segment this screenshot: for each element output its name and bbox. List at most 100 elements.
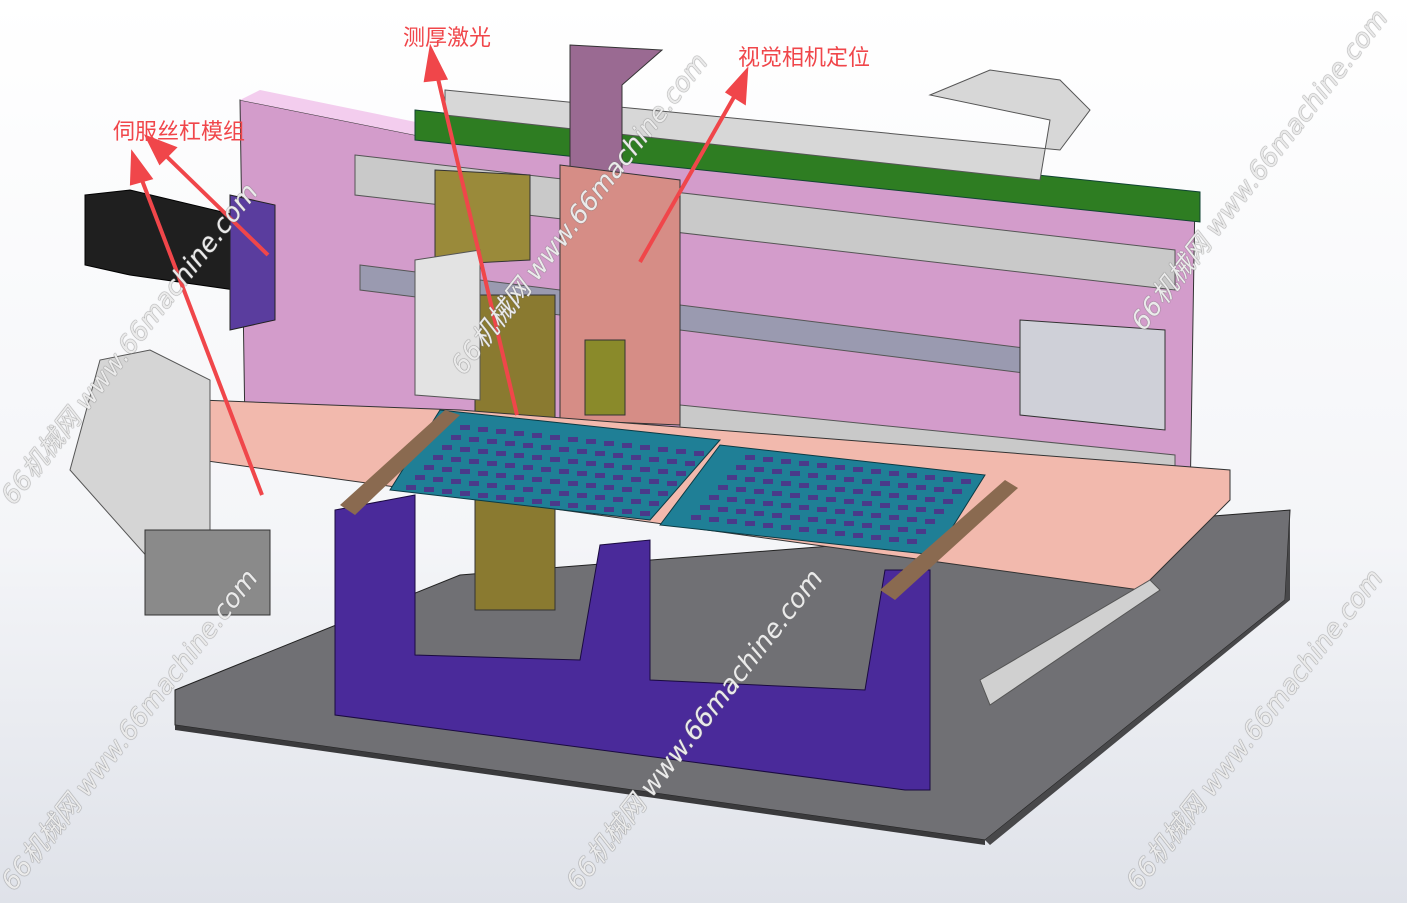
tray-pocket xyxy=(709,495,719,500)
tray-pocket xyxy=(763,479,773,484)
arrow-laser xyxy=(434,69,519,416)
laser-lower-body xyxy=(474,499,556,611)
tray-pocket xyxy=(613,475,623,480)
side-rail-right xyxy=(880,480,1018,600)
annotation-servo: 伺服丝杠模组 xyxy=(113,120,246,145)
tray-pocket xyxy=(496,429,506,434)
tray-pocket xyxy=(514,453,524,458)
tray-pocket xyxy=(640,511,650,516)
tray-pocket xyxy=(853,533,863,538)
tray-pocket xyxy=(622,509,632,514)
tray-pocket xyxy=(745,455,755,460)
tray-pocket xyxy=(745,477,755,482)
tray-pocket xyxy=(460,447,470,452)
tray-pocket xyxy=(907,517,917,522)
tray-pocket xyxy=(550,457,560,462)
tray-pocket xyxy=(808,473,818,478)
tray-pocket xyxy=(514,431,524,436)
tray-pocket xyxy=(880,481,890,486)
tray-pocket xyxy=(460,469,470,474)
tray-pocket xyxy=(934,487,944,492)
tray-pocket xyxy=(514,497,524,502)
tray-pocket xyxy=(781,503,791,508)
tray-pocket xyxy=(649,479,659,484)
arrow-servo-2 xyxy=(138,174,264,496)
tray-pocket xyxy=(889,515,899,520)
tray-pocket xyxy=(925,475,935,480)
tray-pocket xyxy=(763,501,773,506)
tray-pocket xyxy=(763,523,773,528)
tray-pocket xyxy=(577,449,587,454)
tray-pocket xyxy=(658,447,668,452)
tray-pocket xyxy=(505,441,515,446)
tray-pocket xyxy=(790,471,800,476)
tray-pocket xyxy=(745,499,755,504)
tray-pocket xyxy=(613,497,623,502)
tray-pocket xyxy=(469,437,479,442)
tray-pocket xyxy=(523,487,533,492)
tray-pocket xyxy=(604,441,614,446)
tray-pocket xyxy=(424,465,434,470)
back-plate-top xyxy=(240,90,445,140)
tray-pocket xyxy=(415,475,425,480)
arrow-servo-1 xyxy=(160,150,270,257)
tray-pocket xyxy=(532,499,542,504)
tray-pocket xyxy=(835,531,845,536)
tray-pocket xyxy=(844,477,854,482)
tray-pocket xyxy=(568,437,578,442)
tray-pocket xyxy=(595,473,605,478)
tray-pocket xyxy=(631,455,641,460)
tray-pocket xyxy=(469,481,479,486)
tray-pocket xyxy=(640,445,650,450)
tray-pocket xyxy=(667,459,677,464)
tray-pocket xyxy=(889,471,899,476)
tray-pocket xyxy=(898,505,908,510)
tray-pocket xyxy=(736,487,746,492)
tray-pocket xyxy=(826,497,836,502)
tray-pocket xyxy=(622,443,632,448)
tray-pocket xyxy=(754,511,764,516)
shaft-support xyxy=(144,529,271,616)
tray-pocket xyxy=(550,435,560,440)
tray-pocket xyxy=(667,481,677,486)
tray-pocket xyxy=(478,427,488,432)
tray-pocket xyxy=(781,481,791,486)
tray-pocket xyxy=(871,513,881,518)
tray-pocket xyxy=(460,491,470,496)
tray-pocket xyxy=(478,449,488,454)
tray-pocket xyxy=(442,467,452,472)
annotation-laser: 测厚激光 xyxy=(403,26,492,51)
tray-pocket xyxy=(532,433,542,438)
tray-pocket xyxy=(907,495,917,500)
tray-pocket xyxy=(550,479,560,484)
tray-pocket xyxy=(853,489,863,494)
arrow-camera xyxy=(638,89,740,263)
tray-pocket xyxy=(781,459,791,464)
tray-pocket xyxy=(880,503,890,508)
tray-pocket xyxy=(568,481,578,486)
tray-pocket xyxy=(862,523,872,528)
annotation-arrows xyxy=(129,43,749,496)
support-frame xyxy=(334,494,931,791)
tray-pocket xyxy=(853,511,863,516)
tray-pocket xyxy=(658,491,668,496)
tray-pocket xyxy=(826,519,836,524)
tray-pocket xyxy=(889,537,899,542)
tray-pocket xyxy=(889,493,899,498)
tray-pocket xyxy=(817,507,827,512)
tray-pocket xyxy=(817,463,827,468)
tray-pocket xyxy=(523,443,533,448)
tray-pocket xyxy=(934,509,944,514)
tray-pocket xyxy=(496,495,506,500)
tray-pocket xyxy=(808,495,818,500)
tray-pocket xyxy=(925,519,935,524)
tray-pocket xyxy=(898,527,908,532)
tray-pocket xyxy=(568,503,578,508)
tray-pocket xyxy=(649,501,659,506)
tray-pocket xyxy=(577,493,587,498)
tray-pocket xyxy=(718,507,728,512)
tray-pocket xyxy=(826,475,836,480)
tray-pocket xyxy=(478,471,488,476)
arrowhead-servo-2 xyxy=(129,149,154,186)
tray-pocket xyxy=(487,439,497,444)
